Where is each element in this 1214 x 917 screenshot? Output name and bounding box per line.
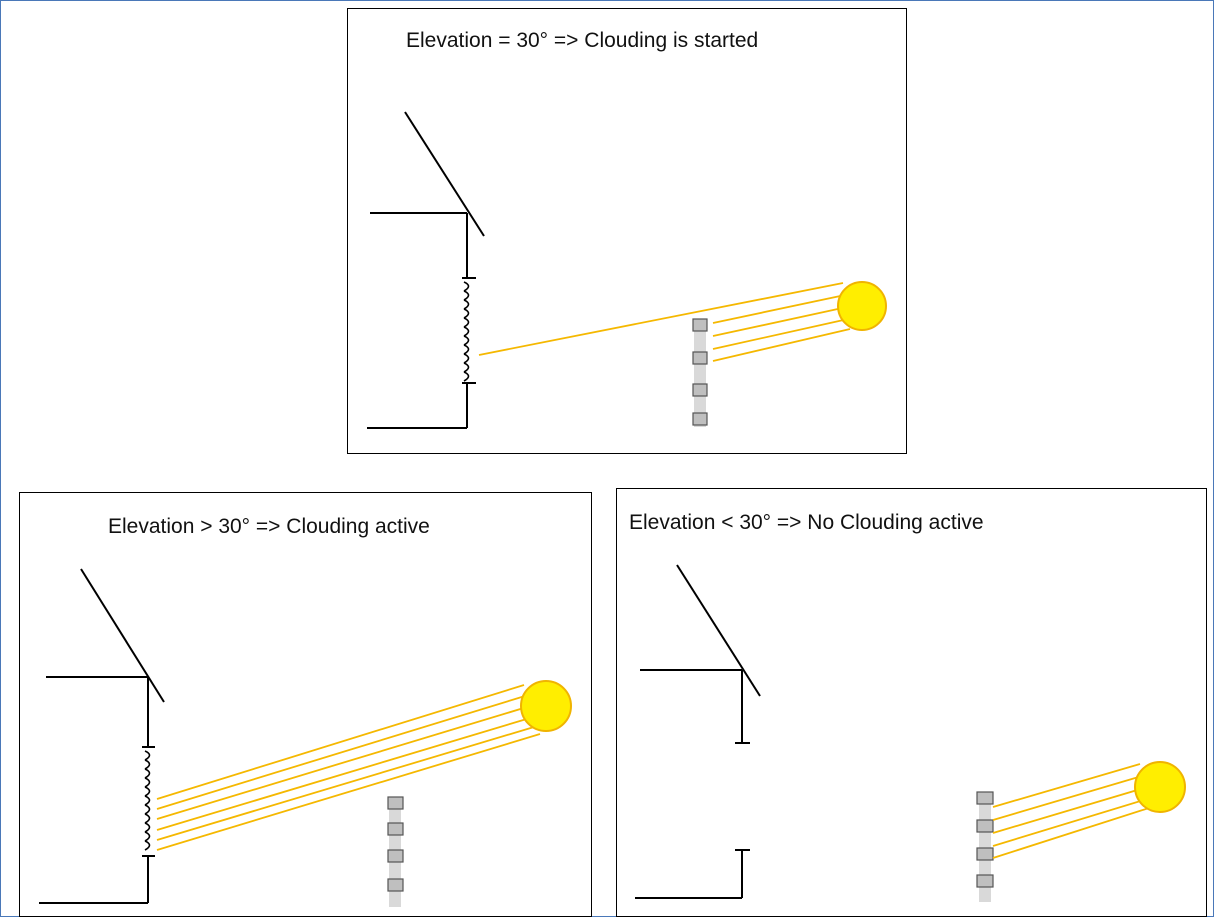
blind-coil bbox=[463, 281, 470, 382]
building bbox=[39, 568, 165, 904]
panel-bottom-right: Elevation < 30° => No Clouding active bbox=[616, 488, 1207, 917]
panel-title: Elevation = 30° => Clouding is started bbox=[406, 29, 759, 52]
panel-bottom-left: Elevation > 30° => Clouding active bbox=[19, 492, 592, 917]
scene-clouding-started bbox=[367, 111, 887, 429]
panel-top: Elevation = 30° => Clouding is started bbox=[347, 8, 907, 454]
tree-obstacle bbox=[692, 318, 708, 427]
panel-title: Elevation > 30° => Clouding active bbox=[108, 515, 430, 538]
sun-rays bbox=[156, 684, 541, 851]
sun-rays bbox=[992, 763, 1153, 859]
scene-clouding-active bbox=[39, 568, 572, 907]
sun-icon bbox=[837, 281, 887, 331]
sun-rays bbox=[478, 282, 851, 362]
scene-no-clouding bbox=[635, 564, 1186, 902]
tree-obstacle bbox=[387, 796, 404, 907]
blind-coil bbox=[144, 750, 151, 851]
panel-title: Elevation < 30° => No Clouding active bbox=[629, 511, 984, 534]
tree-obstacle bbox=[976, 791, 994, 902]
building bbox=[635, 564, 761, 899]
building bbox=[367, 111, 485, 429]
sun-icon bbox=[520, 680, 572, 732]
sun-icon bbox=[1134, 761, 1186, 813]
